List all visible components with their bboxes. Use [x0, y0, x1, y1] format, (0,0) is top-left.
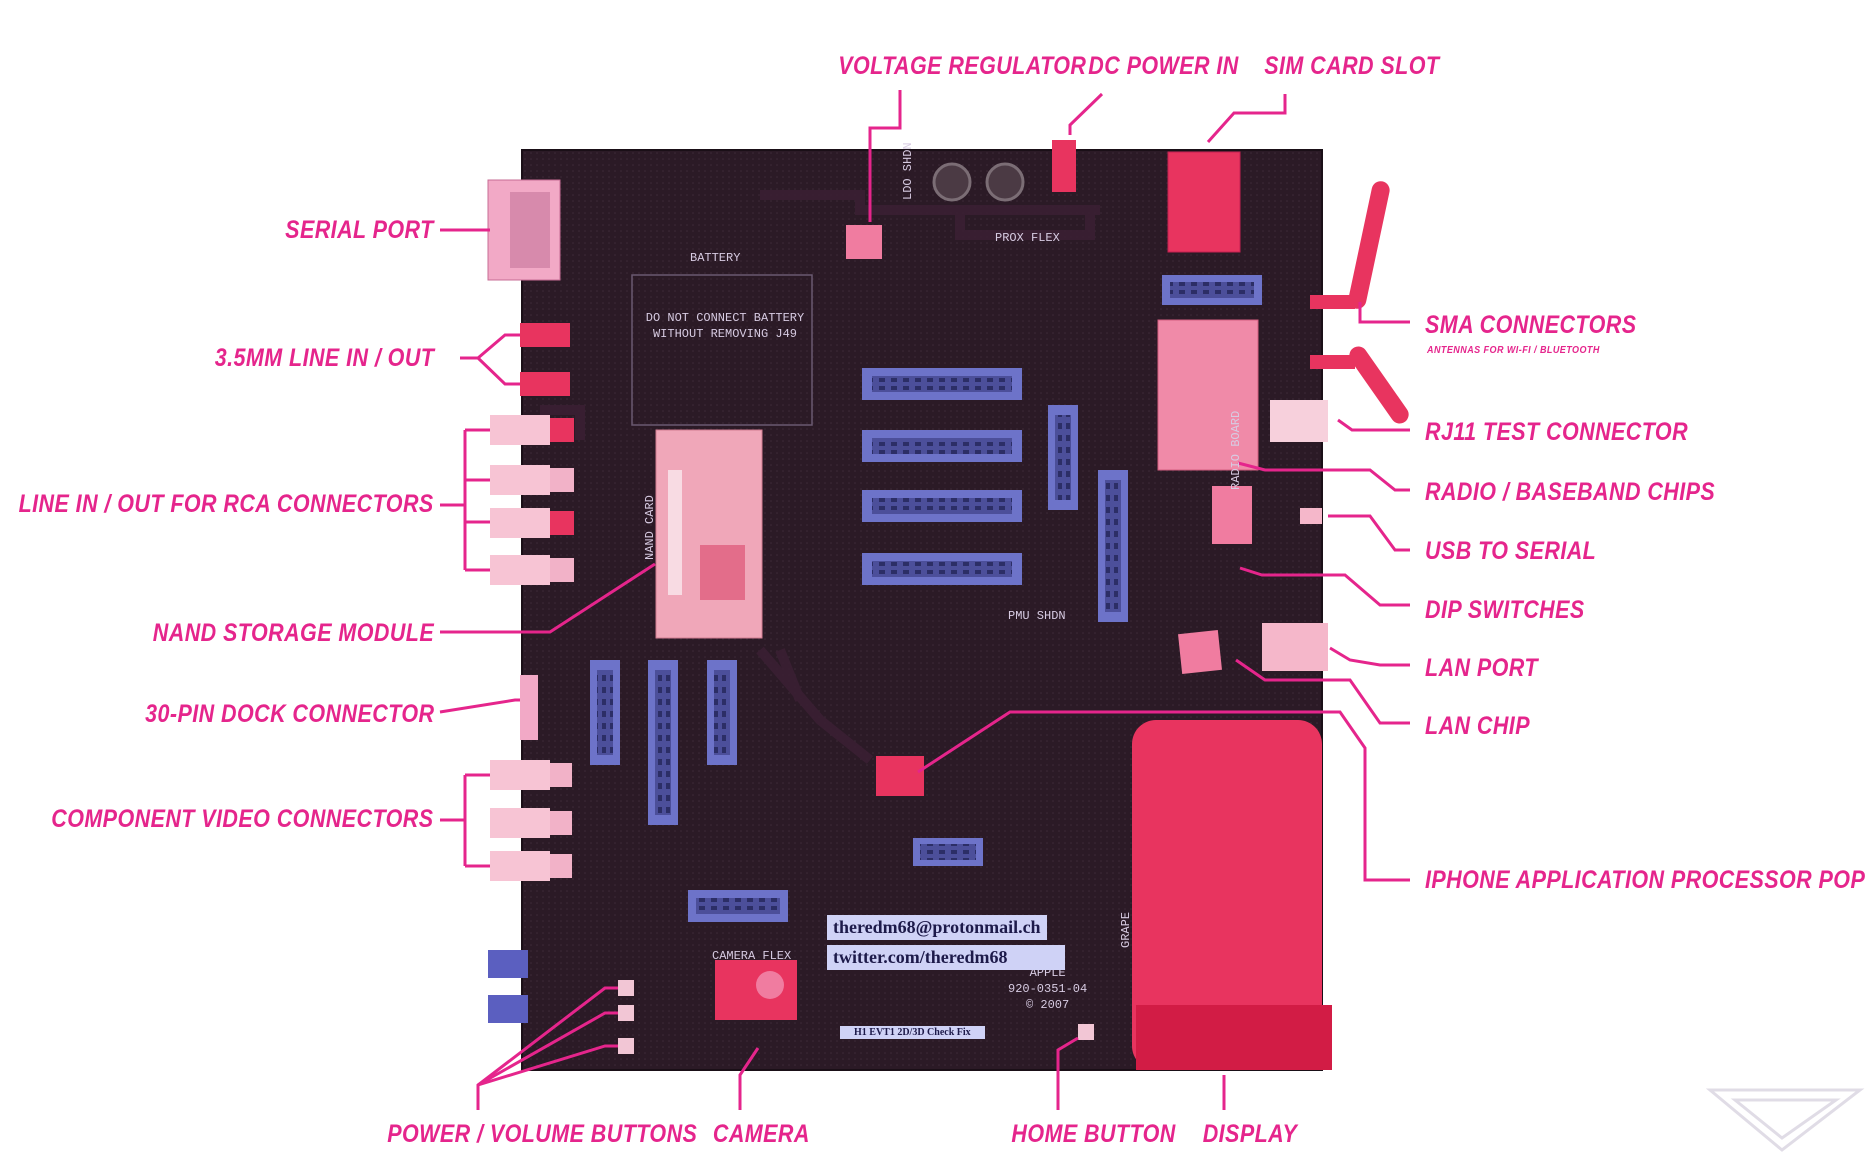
display-shape: [1132, 720, 1332, 1070]
label-usb-serial: USB TO SERIAL: [1425, 537, 1597, 565]
label-voltage-regulator: VOLTAGE REGULATOR: [838, 52, 1087, 80]
label-display: DISPLAY: [1202, 1120, 1298, 1148]
board-nand-text: NAND CARD: [643, 495, 657, 560]
label-lan-chip: LAN CHIP: [1425, 712, 1530, 740]
board-radio-text: RADIO BOARD: [1229, 410, 1243, 490]
line-jack-1: [520, 323, 570, 347]
label-dip-switches: DIP SWITCHES: [1425, 596, 1585, 624]
leader-lines: [439, 90, 1410, 1110]
label-lan-port: LAN PORT: [1425, 654, 1538, 682]
logo-icon: [1705, 1088, 1865, 1152]
jack-2: [985, 162, 1025, 202]
dc-power-shape: [1052, 140, 1076, 192]
label-radio-chips: RADIO / BASEBAND CHIPS: [1425, 478, 1716, 506]
board-camera-text: CAMERA FLEX: [712, 949, 792, 963]
rj11-shape: [1270, 400, 1328, 442]
twitter-sticker: twitter.com/theredm68: [827, 945, 1066, 970]
lan-port-shape: [1262, 623, 1328, 671]
label-sma-sub: ANTENNAS FOR WI-FI / BLUETOOTH: [1427, 345, 1600, 356]
blue-jack-2: [488, 995, 528, 1023]
board-pmu-text: PMU SHDN: [1008, 609, 1066, 623]
label-dock-connector: 30-PIN DOCK CONNECTOR: [144, 700, 434, 728]
flex-label: H1 EVT1 2D/3D Check Fix: [840, 1026, 985, 1039]
label-camera: CAMERA: [712, 1120, 810, 1148]
idc-connectors-center: [862, 368, 1022, 585]
component-video-connectors: [490, 760, 572, 881]
nand-module-shape: [655, 429, 763, 639]
label-serial-port: SERIAL PORT: [285, 216, 434, 244]
rca-connectors: [490, 415, 574, 585]
battery-area: [631, 274, 813, 426]
power-button-3: [618, 1038, 634, 1054]
label-sma-connectors: SMA CONNECTORS: [1425, 311, 1637, 339]
radio-board-shape: [1157, 319, 1259, 471]
blue-jack-1: [488, 950, 528, 978]
sim-slot-shape: [1167, 151, 1241, 253]
label-rj11: RJ11 TEST CONNECTOR: [1425, 418, 1689, 446]
label-power-volume: POWER / VOLUME BUTTONS: [387, 1120, 698, 1148]
usb-serial-shape: [1300, 508, 1322, 524]
email-sticker: theredm68@protonmail.ch: [827, 915, 1047, 940]
line-jack-2: [520, 372, 570, 396]
label-dc-power-in: DC POWER IN: [1088, 52, 1239, 80]
board-warning-text: DO NOT CONNECT BATTERY WITHOUT REMOVING …: [645, 311, 805, 341]
label-nand-storage: NAND STORAGE MODULE: [152, 619, 434, 647]
board-prox-text: PROX FLEX: [995, 231, 1060, 245]
board-grape-text: GRAPE: [1119, 911, 1133, 948]
serial-port-shape: [487, 179, 561, 281]
idc-connectors-vertical: [590, 275, 1262, 922]
label-rca-connectors: LINE IN / OUT FOR RCA CONNECTORS: [18, 490, 434, 518]
label-component-video: COMPONENT VIDEO CONNECTORS: [51, 805, 434, 833]
jack-1: [932, 162, 972, 202]
voltage-regulator-shape: [846, 225, 882, 259]
label-home-button: HOME BUTTON: [1011, 1120, 1176, 1148]
board-battery-text: BATTERY: [690, 251, 741, 265]
label-app-processor: IPHONE APPLICATION PROCESSOR POP STACK: [1425, 866, 1870, 894]
camera-shape: [715, 960, 797, 1020]
antennas: [1310, 181, 1409, 424]
power-button-1: [618, 980, 634, 996]
power-button-2: [618, 1005, 634, 1021]
board-apple-text: APPLE 920-0351-04 © 2007: [1008, 966, 1088, 1012]
dip-switches-shape: [1212, 486, 1252, 544]
lan-chip-shape: [1178, 630, 1222, 674]
label-sim-card-slot: SIM CARD SLOT: [1264, 52, 1440, 80]
home-button-shape: [1078, 1024, 1094, 1040]
pcb-traces: [540, 190, 1100, 764]
label-35mm-line: 3.5MM LINE IN / OUT: [214, 344, 434, 372]
board-ldo-text: LDO SHDN: [901, 142, 915, 200]
app-processor-shape: [876, 756, 924, 796]
dock-connector-shape: [520, 675, 538, 740]
